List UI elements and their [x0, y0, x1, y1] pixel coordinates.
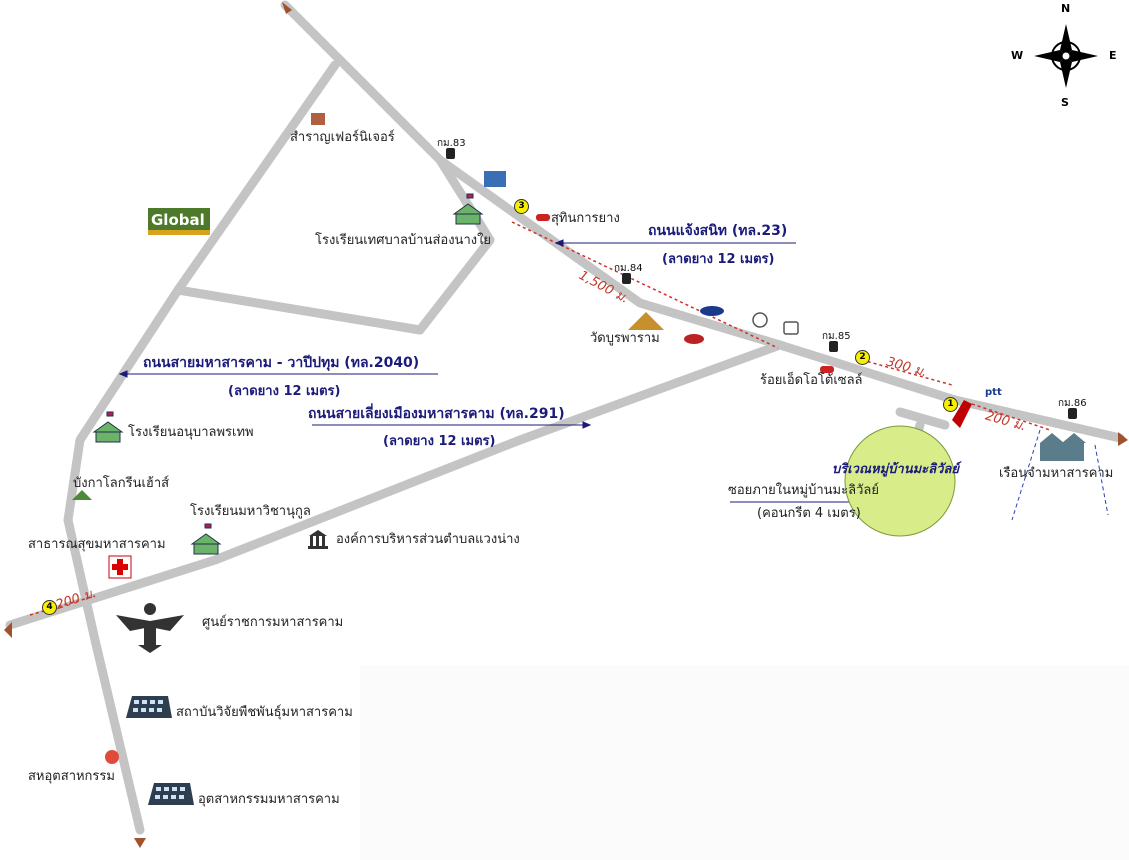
garuda-emblem-icon [116, 603, 184, 653]
village-area [844, 425, 956, 537]
arrow-road2040-head [118, 370, 128, 378]
road-2040 [63, 60, 340, 835]
label-industry-office: อุตสาหกรรมมหาสารคาม [198, 792, 340, 807]
km85-label: กม.85 [822, 331, 851, 342]
road2040-title: ถนนสายมหาสารคาม - วาปีปทุม (ทล.2040) [143, 355, 420, 371]
ford-logo-icon [700, 306, 724, 316]
label-furniture: สำราญเฟอร์นิเจอร์ [290, 130, 395, 145]
arrow-road23-head [554, 239, 564, 247]
road-highway-23 [280, 0, 1125, 443]
label-bungalow: บังกาโลกรีนเฮ้าส์ [73, 476, 170, 491]
hospital-cross-icon [108, 555, 132, 579]
bungalow-icon [72, 490, 92, 500]
km86-label: กม.86 [1058, 398, 1087, 409]
lotus-store-icon [484, 171, 506, 187]
km83-post-icon [446, 148, 455, 159]
soi-sub: (คอนกรีต 4 เมตร) [757, 506, 861, 521]
global-house-logo: Global [148, 208, 210, 235]
label-industry-coop: สหอุตสาหกรรม [28, 769, 115, 784]
km83-label: กม.83 [437, 138, 466, 149]
boundary-dashed-right [1094, 444, 1109, 516]
nissan-logo-icon [684, 334, 704, 344]
compass-n: N [1061, 2, 1071, 15]
road-end-east-icon [1118, 432, 1128, 446]
road291-sub: (ลาดยาง 12 เมตร) [383, 434, 496, 449]
school-icon-kindergarten [92, 411, 124, 443]
distance-line-200-east [971, 403, 1051, 431]
km84-post-icon [622, 273, 631, 284]
label-roiet-auto: ร้อยเอ็ดโอโต้เซลล์ [760, 373, 863, 388]
car-icon-roiet [820, 366, 834, 373]
school-icon-thesaban [452, 193, 484, 225]
government-office-icon [308, 530, 328, 549]
label-wat: วัดบูรพาราม [590, 331, 660, 346]
label-school-thesaban: โรงเรียนเทศบาลบ้านส่องนางใย [315, 233, 492, 248]
label-govt-center: ศูนย์ราชการมหาสารคาม [202, 615, 344, 630]
temple-icon [628, 312, 664, 330]
km86-post-icon [1068, 408, 1077, 419]
site-marker-icon [952, 400, 972, 428]
road-end-south-icon [134, 838, 146, 848]
point-3: 3 [514, 199, 529, 214]
road-soi-branch [895, 407, 950, 430]
road-291 [5, 340, 785, 630]
road23-title: ถนนแจ้งสนิท (ทล.23) [648, 223, 788, 239]
soi-title: ซอยภายในหมู่บ้านมะลิวัลย์ [728, 483, 879, 498]
compass-icon [1034, 24, 1098, 88]
mazda-logo-icon [752, 312, 768, 328]
point-2: 2 [855, 350, 870, 365]
furniture-icon [311, 113, 325, 125]
building-research-icon [126, 696, 172, 718]
km84-label: กม.84 [614, 263, 643, 274]
road-end-west-icon [4, 622, 12, 638]
label-research-inst: สถาบันวิจัยพืชพันธุ์มหาสารคาม [176, 705, 353, 720]
industry-coop-icon [105, 750, 119, 764]
arrow-road291-head [582, 421, 592, 429]
label-health-office: สาธารณสุขมหาสารคาม [28, 537, 166, 552]
km85-post-icon [829, 341, 838, 352]
label-village: บริเวณหมู่บ้านมะลิวัลย์ [832, 462, 960, 477]
compass-w: W [1011, 49, 1024, 62]
building-industry-icon [148, 783, 194, 805]
road-school-loop [173, 155, 495, 335]
label-tambon-admin: องค์การบริหารส่วนตำบลแวงน่าง [336, 532, 520, 547]
honda-logo-icon [783, 321, 799, 335]
car-icon-sutin [536, 214, 550, 221]
blurred-area [360, 665, 1129, 860]
label-school-mahawichanukul: โรงเรียนมหาวิชานุกูล [190, 504, 311, 519]
compass-s: S [1061, 96, 1069, 109]
road23-sub: (ลาดยาง 12 เมตร) [662, 252, 775, 267]
ptt-logo: ptt [985, 387, 1002, 398]
point-4: 4 [42, 600, 57, 615]
distance-line-200-west [29, 595, 96, 616]
prison-icon [1040, 433, 1086, 461]
label-ruen-jam: เรือนจำมหาสารคาม [999, 466, 1114, 481]
compass-e: E [1109, 49, 1117, 62]
boundary-dashed-left [1011, 429, 1041, 521]
point-1: 1 [943, 397, 958, 412]
label-kindergarten: โรงเรียนอนุบาลพรเทพ [128, 425, 254, 440]
school-icon-mahawichanukul [190, 523, 222, 555]
label-sutin: สุทินการยาง [551, 211, 620, 226]
road-end-north-icon [282, 2, 292, 14]
road2040-sub: (ลาดยาง 12 เมตร) [228, 384, 341, 399]
road291-title: ถนนสายเลี่ยงเมืองมหาสารคาม (ทล.291) [308, 406, 565, 422]
